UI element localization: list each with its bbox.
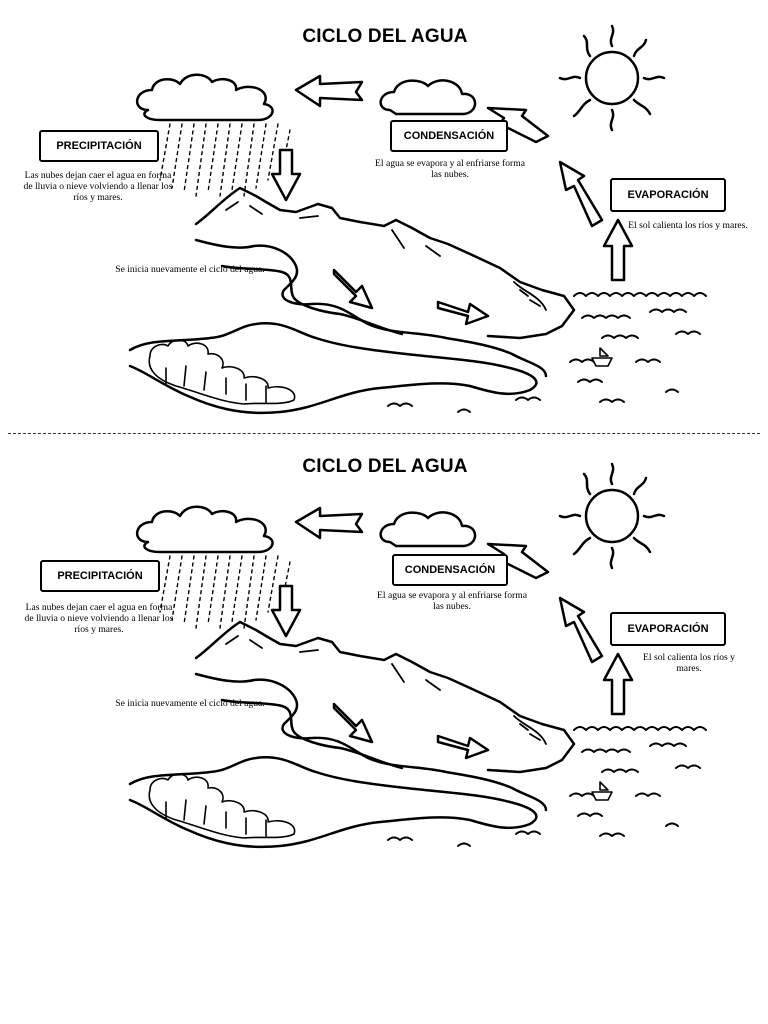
arrow-left-icon — [294, 506, 364, 540]
evaporation-label: EVAPORACIÓN — [610, 612, 726, 646]
mountain-icon — [194, 186, 576, 340]
condensation-description: El agua se evapora y al enfriarse forma … — [375, 158, 525, 180]
sun-icon — [558, 24, 666, 132]
page-title: CICLO DEL AGUA — [302, 456, 468, 477]
evaporation-description: El sol calienta los ríos y mares. — [643, 652, 735, 674]
precipitation-description: Las nubes dejan caer el agua en forma de… — [24, 602, 174, 635]
river-arrow-icon — [332, 702, 374, 744]
arrow-diagonal-icon — [558, 160, 604, 228]
page-title: CICLO DEL AGUA — [302, 26, 468, 47]
arrow-left-icon — [294, 74, 364, 108]
cloud-icon — [379, 79, 477, 116]
sea-waves-icon — [387, 726, 707, 847]
boat-icon — [591, 347, 613, 367]
river-arrow-icon — [436, 300, 490, 326]
mountain-icon — [194, 620, 576, 774]
water-cycle-worksheet-bottom: CICLO DEL AGUA PRECIPITACIÓN Las nubes d… — [0, 452, 768, 862]
water-cycle-illustration — [128, 24, 707, 415]
condensation-label: CONDENSACIÓN — [392, 554, 508, 586]
arrow-sun-to-cloud-icon — [486, 106, 550, 144]
arrow-down-icon — [270, 584, 302, 638]
arrow-up-icon — [602, 652, 634, 716]
arrow-down-icon — [270, 148, 302, 202]
river-arrow-icon — [436, 734, 490, 760]
river-icon — [194, 672, 548, 812]
water-cycle-illustration — [128, 462, 707, 849]
forest-icon — [148, 339, 296, 405]
restart-description: Se inicia nuevamente el ciclo del agua. — [115, 698, 265, 709]
boat-icon — [591, 781, 613, 801]
river-icon — [194, 238, 548, 378]
arrow-diagonal-icon — [558, 596, 604, 664]
evaporation-description: El sol calienta los ríos y mares. — [628, 220, 748, 231]
river-arrow-icon — [332, 268, 374, 310]
condensation-label: CONDENSACIÓN — [390, 120, 508, 152]
rain-icon — [159, 555, 291, 629]
arrow-sun-to-cloud-icon — [486, 542, 550, 580]
forest-icon — [148, 773, 296, 839]
cloud-icon — [379, 511, 477, 548]
precipitation-description: Las nubes dejan caer el agua en forma de… — [23, 170, 173, 203]
evaporation-label: EVAPORACIÓN — [610, 178, 726, 212]
sun-icon — [558, 462, 666, 570]
cut-line-divider — [8, 433, 760, 434]
restart-description: Se inicia nuevamente el ciclo del agua. — [115, 264, 265, 275]
arrow-up-icon — [602, 218, 634, 282]
precipitation-label: PRECIPITACIÓN — [40, 560, 160, 592]
rain-icon — [159, 123, 291, 197]
water-cycle-worksheet-top: CICLO DEL AGUA PRECIPITACIÓN Las nubes d… — [0, 20, 768, 430]
condensation-description: El agua se evapora y al enfriarse forma … — [377, 590, 527, 612]
rain-cloud-icon — [136, 505, 274, 554]
precipitation-label: PRECIPITACIÓN — [39, 130, 159, 162]
sea-waves-icon — [387, 292, 707, 413]
rain-cloud-icon — [136, 73, 274, 122]
